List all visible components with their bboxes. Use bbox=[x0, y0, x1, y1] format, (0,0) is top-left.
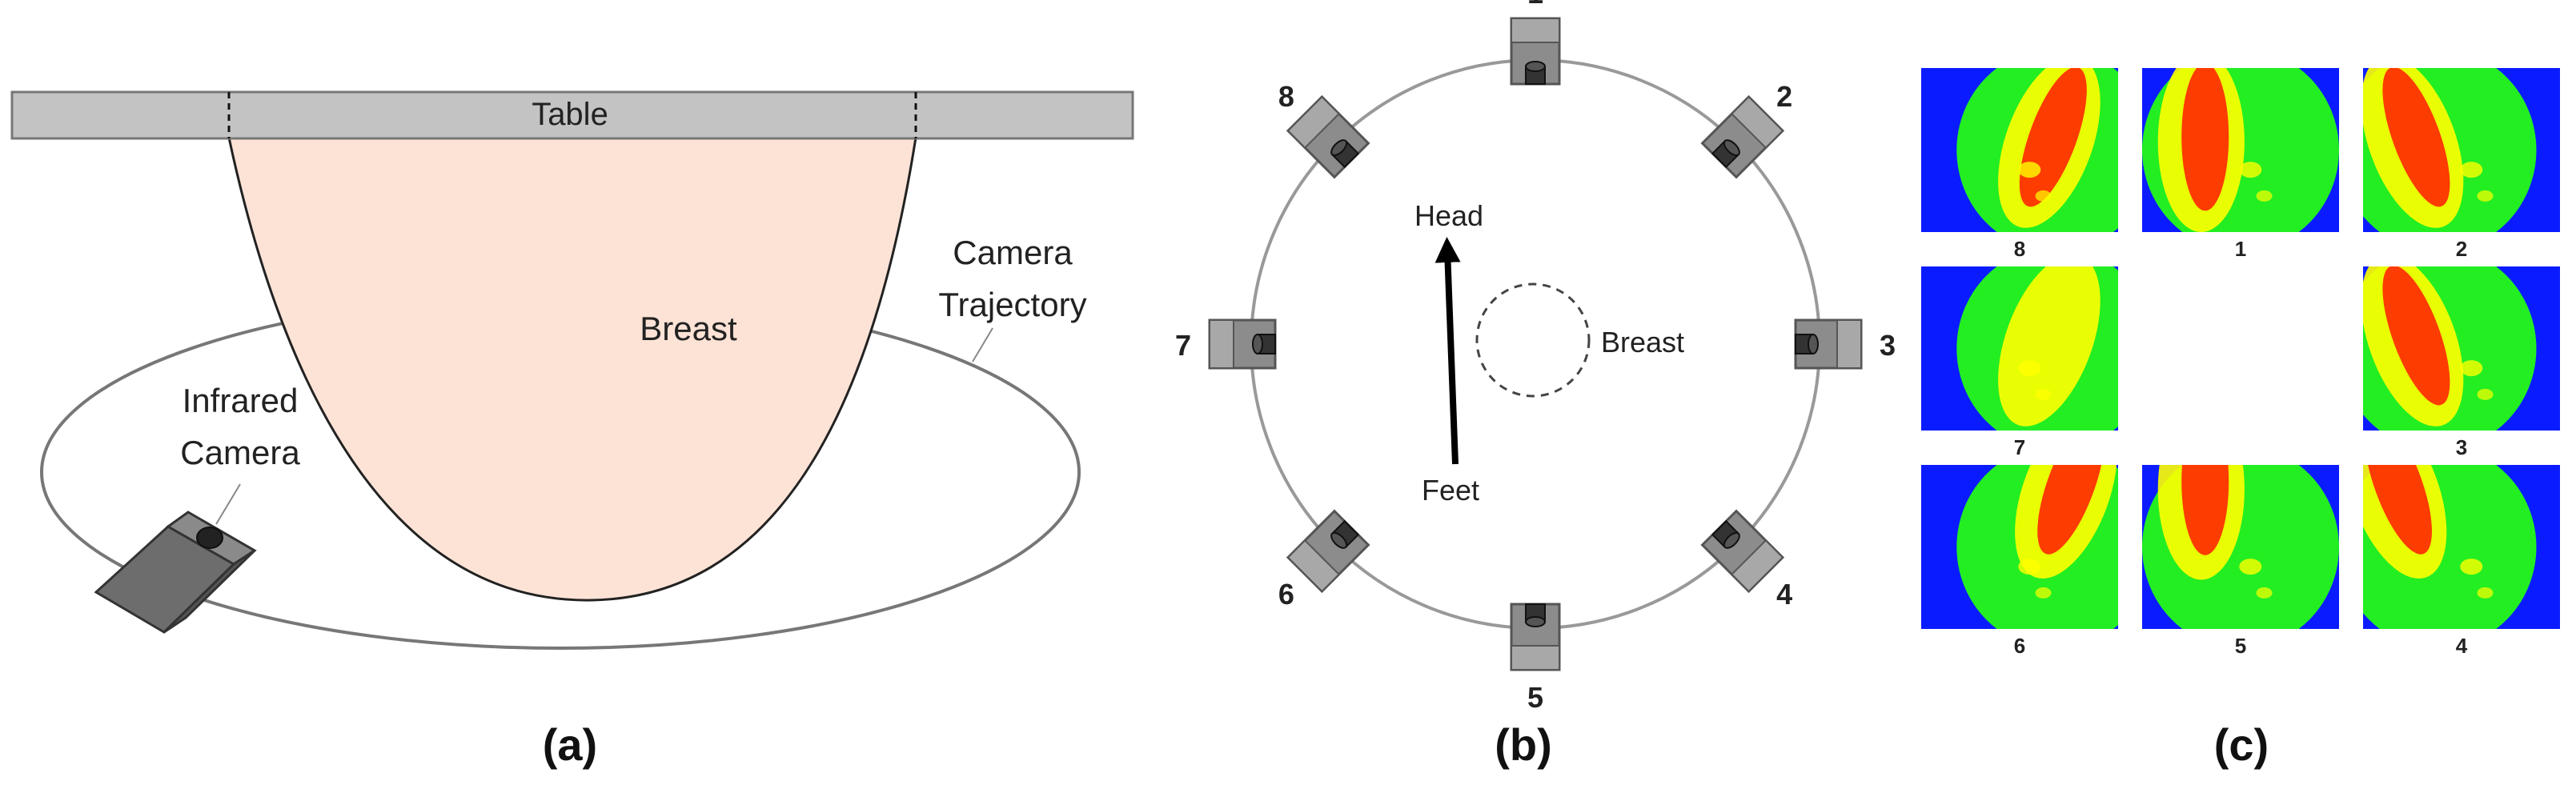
thermogram-6: 6 bbox=[1921, 465, 2118, 658]
table-label: Table bbox=[532, 97, 608, 132]
thermogram-7-label: 7 bbox=[2014, 435, 2025, 459]
table-bar bbox=[10, 90, 1134, 140]
thermogram-4: 4 bbox=[2363, 465, 2560, 658]
camera-4-number: 4 bbox=[1776, 578, 1792, 611]
camera-4-icon bbox=[1700, 509, 1785, 594]
camera-8-number: 8 bbox=[1278, 80, 1294, 113]
infrared-camera-icon bbox=[94, 511, 257, 634]
thermogram-2: 2 bbox=[2363, 68, 2560, 261]
camera-2-number: 2 bbox=[1776, 80, 1792, 113]
panel-b: Breast Head Feet 1 2 3 4 5 6 7 8 (b) bbox=[1175, 0, 1896, 770]
camera-1-number: 1 bbox=[1527, 0, 1543, 10]
camera-3-number: 3 bbox=[1880, 329, 1896, 362]
camera-5-icon bbox=[1510, 603, 1561, 671]
thermogram-grid: 8 1 2 7 3 6 5 4 bbox=[1921, 68, 2560, 658]
camera-3-icon bbox=[1794, 318, 1863, 370]
thermogram-5: 5 bbox=[2142, 465, 2339, 658]
trajectory-label-line2: Trajectory bbox=[938, 286, 1086, 323]
panel-a: Table Breast Camera Trajectory Infrared … bbox=[10, 90, 1134, 770]
thermogram-5-label: 5 bbox=[2235, 634, 2246, 658]
breast-label: Breast bbox=[640, 310, 737, 347]
thermogram-8-label: 8 bbox=[2014, 237, 2025, 261]
caption-b: (b) bbox=[1495, 719, 1552, 770]
camera-5-number: 5 bbox=[1527, 681, 1543, 714]
trajectory-leader-line bbox=[972, 327, 993, 362]
camera-2-icon bbox=[1700, 94, 1785, 179]
thermogram-4-label: 4 bbox=[2456, 634, 2468, 658]
caption-c: (c) bbox=[2214, 719, 2269, 770]
head-feet-arrow bbox=[1434, 237, 1461, 465]
caption-a: (a) bbox=[543, 719, 597, 770]
camera-7-number: 7 bbox=[1175, 329, 1191, 362]
camera-1-icon bbox=[1510, 17, 1561, 86]
camera-6-number: 6 bbox=[1278, 578, 1294, 611]
thermogram-3: 3 bbox=[2363, 266, 2560, 459]
head-label: Head bbox=[1414, 199, 1483, 232]
thermogram-3-label: 3 bbox=[2456, 435, 2467, 459]
breast-label-b: Breast bbox=[1601, 326, 1684, 358]
feet-label: Feet bbox=[1422, 474, 1479, 507]
trajectory-label-line1: Camera bbox=[953, 234, 1073, 271]
camera-leader-line bbox=[215, 483, 241, 525]
camera-label-line2: Camera bbox=[180, 434, 300, 471]
thermogram-6-label: 6 bbox=[2014, 634, 2025, 658]
ring-cameras: 1 2 3 4 5 6 7 8 bbox=[1175, 0, 1896, 714]
breast-circle bbox=[1475, 282, 1591, 398]
camera-8-icon bbox=[1286, 94, 1370, 179]
breast-shape bbox=[227, 136, 917, 602]
camera-6-icon bbox=[1286, 509, 1370, 594]
panel-c: 8 1 2 7 3 6 5 4 (c) bbox=[1921, 68, 2560, 770]
thermogram-1: 1 bbox=[2142, 68, 2339, 261]
camera-7-icon bbox=[1208, 318, 1277, 370]
thermogram-1-label: 1 bbox=[2235, 237, 2246, 261]
thermogram-7: 7 bbox=[1921, 266, 2118, 459]
camera-label-line1: Infrared bbox=[183, 382, 299, 419]
thermogram-8: 8 bbox=[1921, 68, 2118, 261]
thermogram-2-label: 2 bbox=[2456, 237, 2467, 261]
